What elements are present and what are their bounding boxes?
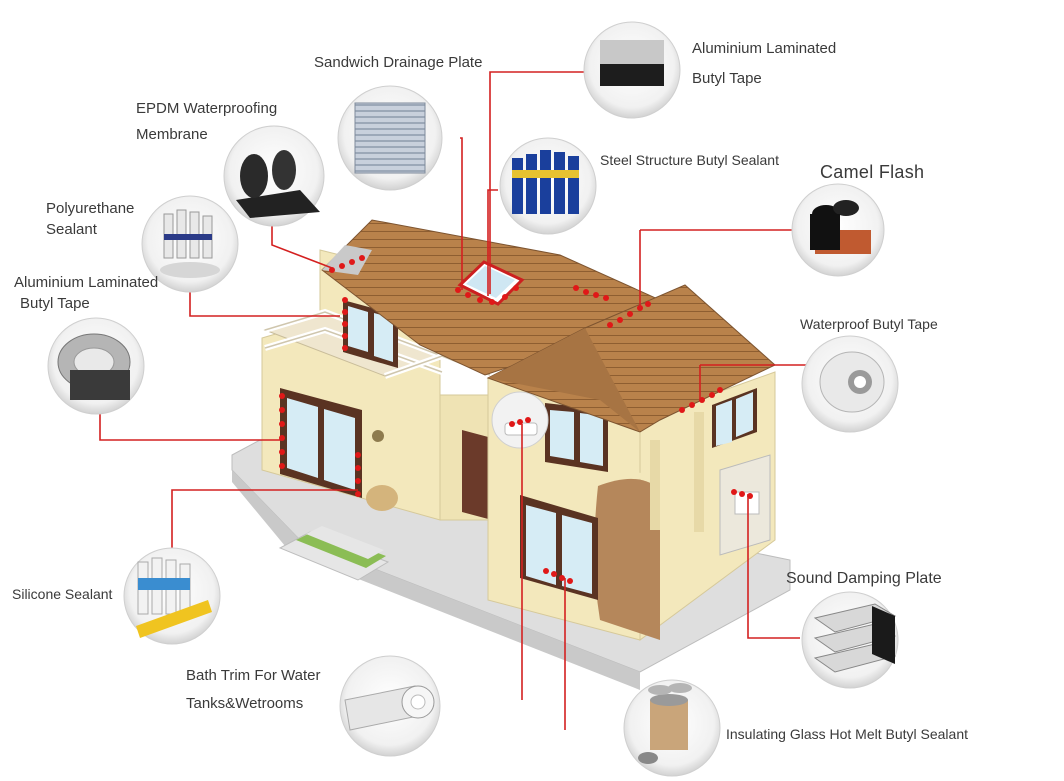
product-silicone-sealant [123, 547, 221, 645]
patio-door [280, 388, 362, 498]
wall-ornament [366, 430, 398, 511]
label-text: Sandwich Drainage Plate [314, 54, 483, 71]
label-insulating-glass-sealant: Insulating Glass Hot Melt Butyl Sealant [726, 724, 968, 745]
product-insulating-glass-sealant [623, 679, 721, 777]
product-sound-damping-plate [801, 591, 899, 689]
label-text: Steel Structure Butyl Sealant [600, 152, 779, 168]
label-waterproof-butyl-tape: Waterproof Butyl Tape [800, 314, 938, 335]
product-sandwich-drainage-plate [337, 85, 443, 191]
product-aluminium-tape-top [583, 21, 681, 119]
label-sandwich-drainage-plate: Sandwich Drainage Plate [314, 52, 482, 73]
label-silicone-sealant: Silicone Sealant [12, 584, 112, 605]
label-line-1: EPDM Waterproofing [136, 100, 278, 117]
label-aluminium-tape-top: Aluminium Laminated Butyl Tape [692, 34, 836, 94]
label-text: Waterproof Butyl Tape [800, 316, 938, 332]
label-line-1: Aluminium Laminated [14, 274, 159, 291]
label-line-1: Polyurethane [46, 200, 135, 217]
label-line-2: Butyl Tape [20, 295, 90, 312]
window-right-upper [545, 403, 608, 472]
label-aluminium-tape-left: Aluminium Laminated Butyl Tape [14, 272, 158, 314]
product-steel-structure-sealant [499, 137, 597, 235]
label-text: Sound Damping Plate [786, 570, 942, 587]
label-polyurethane-sealant: Polyurethane Sealant [46, 198, 134, 240]
product-epdm-membrane [223, 125, 325, 227]
label-text: Insulating Glass Hot Melt Butyl Sealant [726, 726, 969, 742]
label-line-1: Aluminium Laminated [692, 40, 837, 57]
label-bath-trim: Bath Trim For Water Tanks&Wetrooms [186, 662, 320, 718]
label-epdm-membrane: EPDM Waterproofing Membrane [136, 96, 277, 148]
door-left [462, 430, 492, 520]
label-text: Silicone Sealant [12, 586, 113, 602]
label-line-2: Butyl Tape [692, 70, 762, 87]
label-text: Camel Flash [820, 162, 925, 182]
leader-lines [99, 71, 808, 730]
window-right-side [712, 388, 757, 448]
product-aluminium-tape-left [47, 317, 145, 415]
label-line-2: Tanks&Wetrooms [186, 695, 304, 712]
label-camel-flash: Camel Flash [820, 162, 924, 183]
label-line-1: Bath Trim For Water [186, 667, 321, 684]
sealant-markers [279, 255, 753, 584]
front-steps [278, 526, 390, 581]
product-waterproof-butyl-tape [801, 335, 899, 433]
label-line-2: Sealant [46, 221, 97, 238]
label-sound-damping-plate: Sound Damping Plate [786, 568, 942, 589]
garage-door [520, 495, 598, 600]
product-camel-flash [791, 183, 885, 277]
label-steel-structure-sealant: Steel Structure Butyl Sealant [600, 150, 779, 171]
label-line-2: Membrane [136, 126, 208, 143]
product-polyurethane-sealant [141, 195, 239, 293]
product-bath-trim [339, 655, 441, 757]
